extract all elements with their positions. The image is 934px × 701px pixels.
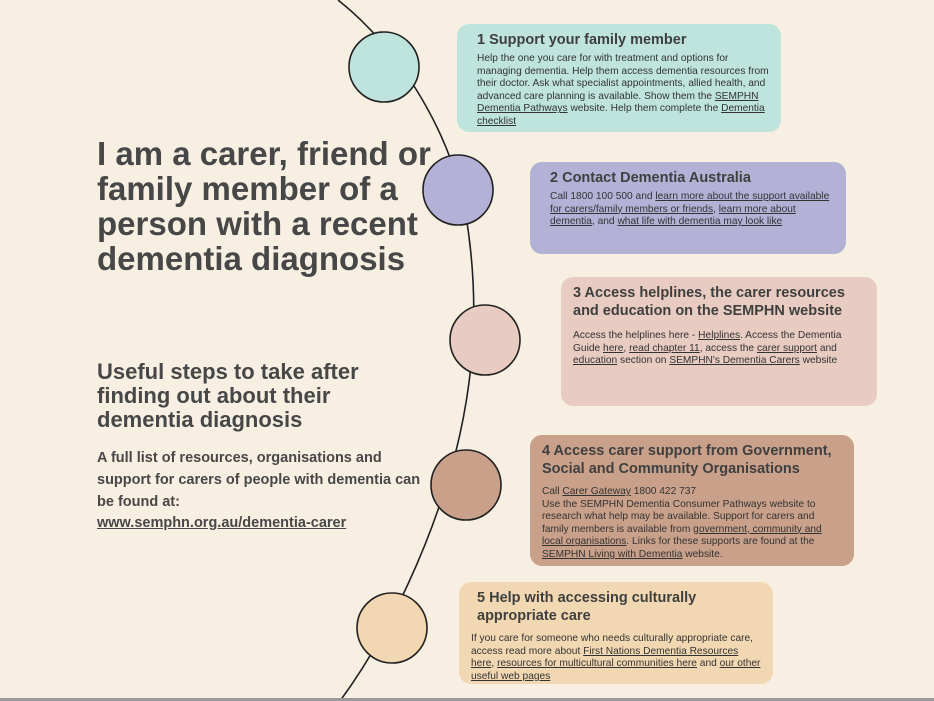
intro-text: A full list of resources, organisations … xyxy=(97,450,421,510)
dementia-checklist-link[interactable]: Dementia checklist xyxy=(477,103,765,127)
helplines-link[interactable]: Helplines xyxy=(698,330,741,341)
step-3-text-part: , xyxy=(623,342,627,354)
other-web-pages-link[interactable]: our other useful web pages xyxy=(471,658,761,682)
dementia-guide-link[interactable]: here xyxy=(603,342,624,354)
step-4-text-part: Use the SEMPHN Dementia Consumer Pathway… xyxy=(542,498,816,535)
step-2-card: 2 Contact Dementia Australia Call 1800 1… xyxy=(530,162,846,254)
step-1-text-part: Help the one you care for with treatment… xyxy=(477,53,769,102)
step-5-title: 5 Help with accessing culturally appropr… xyxy=(477,590,697,624)
semphn-dementia-pathways-link[interactable]: SEMPHN Dementia Pathways xyxy=(477,90,759,115)
page-title: I am a carer, friend or family member of… xyxy=(97,135,431,277)
timeline-circle-3 xyxy=(449,304,521,376)
first-nations-resources-link[interactable]: First Nations Dementia Resources here xyxy=(471,645,739,670)
step-2-text-part: , and xyxy=(591,216,615,228)
timeline-circle-2 xyxy=(422,154,494,226)
living-with-dementia-link[interactable]: SEMPHN Living with Dementia xyxy=(542,548,683,560)
step-3-card: 3 Access helplines, the carer resources … xyxy=(561,277,877,406)
learn-about-dementia-link[interactable]: learn more about dementia xyxy=(550,203,796,228)
step-5-text-part: If you care for someone who needs cultur… xyxy=(471,633,754,657)
step-3-text-part: website xyxy=(802,355,838,367)
step-3-text-part: . Access the Dementia Guide xyxy=(573,330,842,354)
chapter-11-link[interactable]: read chapter 11 xyxy=(629,342,700,354)
step-2-title: 2 Contact Dementia Australia xyxy=(550,170,751,186)
step-1-text: Help the one you care for with treatment… xyxy=(477,53,769,129)
life-with-dementia-link[interactable]: what life with dementia may look like xyxy=(617,216,783,228)
step-4-text-part: . Links for these supports are found at … xyxy=(626,536,815,548)
education-link[interactable]: education xyxy=(573,355,618,367)
step-4-title: 4 Access carer support from Government, … xyxy=(542,443,832,477)
dementia-carers-website-link[interactable]: SEMPHN's Dementia Carers xyxy=(669,355,800,367)
bottom-divider xyxy=(0,698,934,701)
step-5-card: 5 Help with accessing culturally appropr… xyxy=(459,582,773,684)
page-subtitle: Useful steps to take after finding out a… xyxy=(97,359,359,432)
step-4-text-part: website. xyxy=(685,548,723,560)
government-community-link[interactable]: government, community and local organisa… xyxy=(542,523,822,548)
step-3-text-part: , access the xyxy=(699,342,755,354)
carer-support-link[interactable]: carer support xyxy=(756,342,817,354)
step-4-text-part: Call xyxy=(542,486,560,497)
carer-gateway-link[interactable]: Carer Gateway xyxy=(562,486,631,497)
step-2-text: Call 1800 100 500 and learn more about t… xyxy=(550,191,834,229)
step-1-card: 1 Support your family member Help the on… xyxy=(457,24,781,132)
step-1-title: 1 Support your family member xyxy=(477,32,687,48)
step-5-text-part: and xyxy=(699,658,717,670)
step-3-text-part: Access the helplines here - xyxy=(573,330,696,341)
step-5-text: If you care for someone who needs cultur… xyxy=(471,633,761,683)
step-4-card: 4 Access carer support from Government, … xyxy=(530,435,854,566)
carer-support-info-link[interactable]: learn more about the support available f… xyxy=(550,191,830,215)
step-5-text-part: , xyxy=(491,658,495,670)
timeline-circle-1 xyxy=(348,31,420,103)
step-1-text-part: website. Help them complete the xyxy=(570,103,719,115)
step-3-title: 3 Access helplines, the carer resources … xyxy=(573,285,845,319)
step-3-text-part: section on xyxy=(620,355,667,367)
step-2-text-part: , xyxy=(713,203,716,215)
step-3-text: Access the helplines here - Helplines. A… xyxy=(573,330,865,368)
resources-link[interactable]: www.semphn.org.au/dementia-carer xyxy=(97,515,347,531)
carer-gateway-phone: 1800 422 737 xyxy=(633,486,697,497)
timeline-circle-4 xyxy=(430,449,502,521)
multicultural-resources-link[interactable]: resources for multicultural communities … xyxy=(497,658,697,670)
timeline-circle-5 xyxy=(356,592,428,664)
step-3-text-part: and xyxy=(819,342,837,354)
step-2-text-part: Call 1800 100 500 and xyxy=(550,191,653,202)
